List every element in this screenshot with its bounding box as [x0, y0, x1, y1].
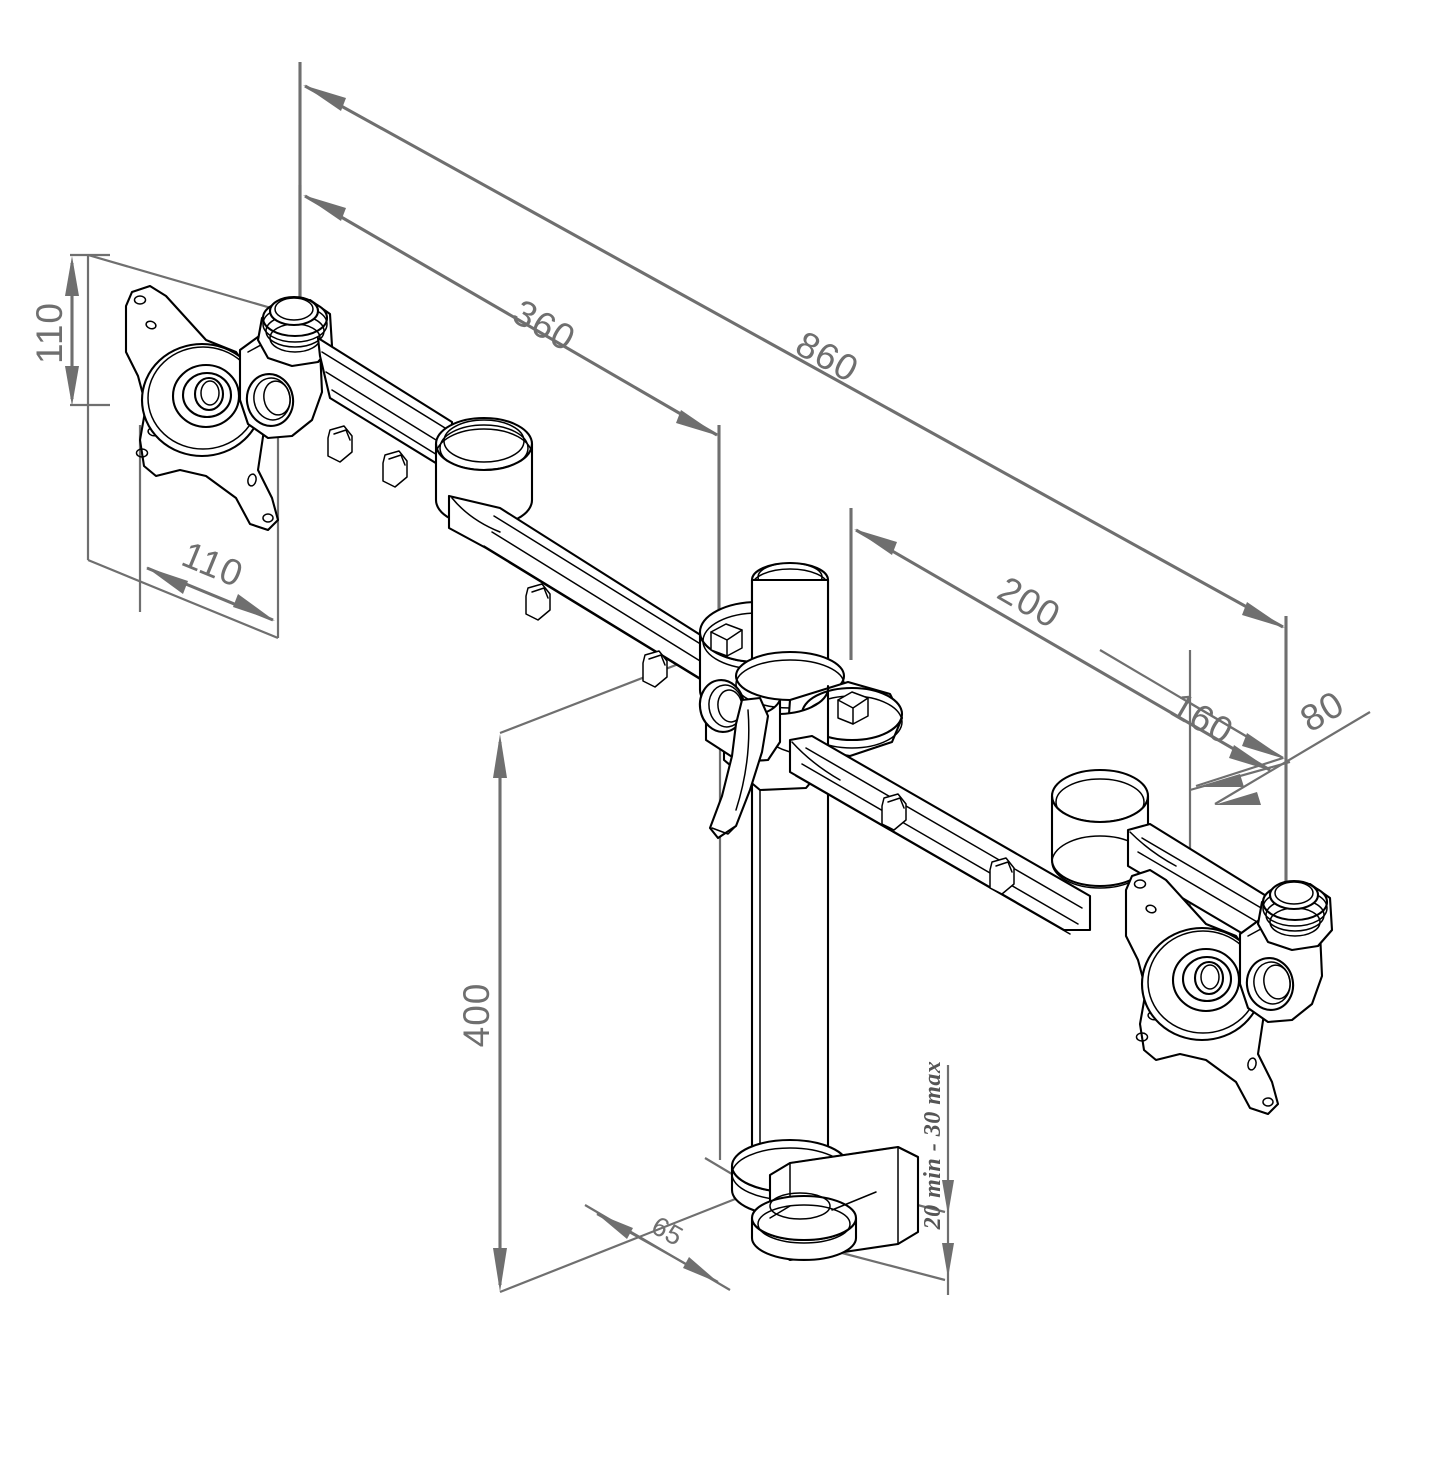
cable-clip — [327, 425, 668, 688]
cable-clip-right — [881, 793, 1015, 895]
tension-lever — [708, 696, 770, 840]
upper-arm-left — [316, 336, 742, 695]
vesa-plate-left — [124, 284, 334, 532]
dimension-160-leader — [1189, 756, 1291, 792]
dimension-label-desk-thickness: 20 min - 30 max — [920, 1061, 946, 1231]
dimension-65: 65 — [584, 1157, 849, 1291]
dimension-label-110-vertical: 110 — [29, 302, 70, 364]
dimension-label-80: 80 — [1293, 683, 1351, 740]
vesa-frame-left — [86, 253, 280, 640]
dimension-label-860: 860 — [789, 323, 865, 390]
dimension-label-200: 200 — [991, 568, 1068, 636]
vesa-plate-right — [1124, 868, 1334, 1116]
dimension-label-400: 400 — [456, 983, 497, 1048]
desk-clamp-bracket — [730, 1138, 920, 1262]
dimension-110-horizontal: 110 — [146, 534, 275, 622]
lower-arm-right — [788, 734, 1278, 940]
dimension-110-vertical: 110 — [29, 253, 110, 407]
